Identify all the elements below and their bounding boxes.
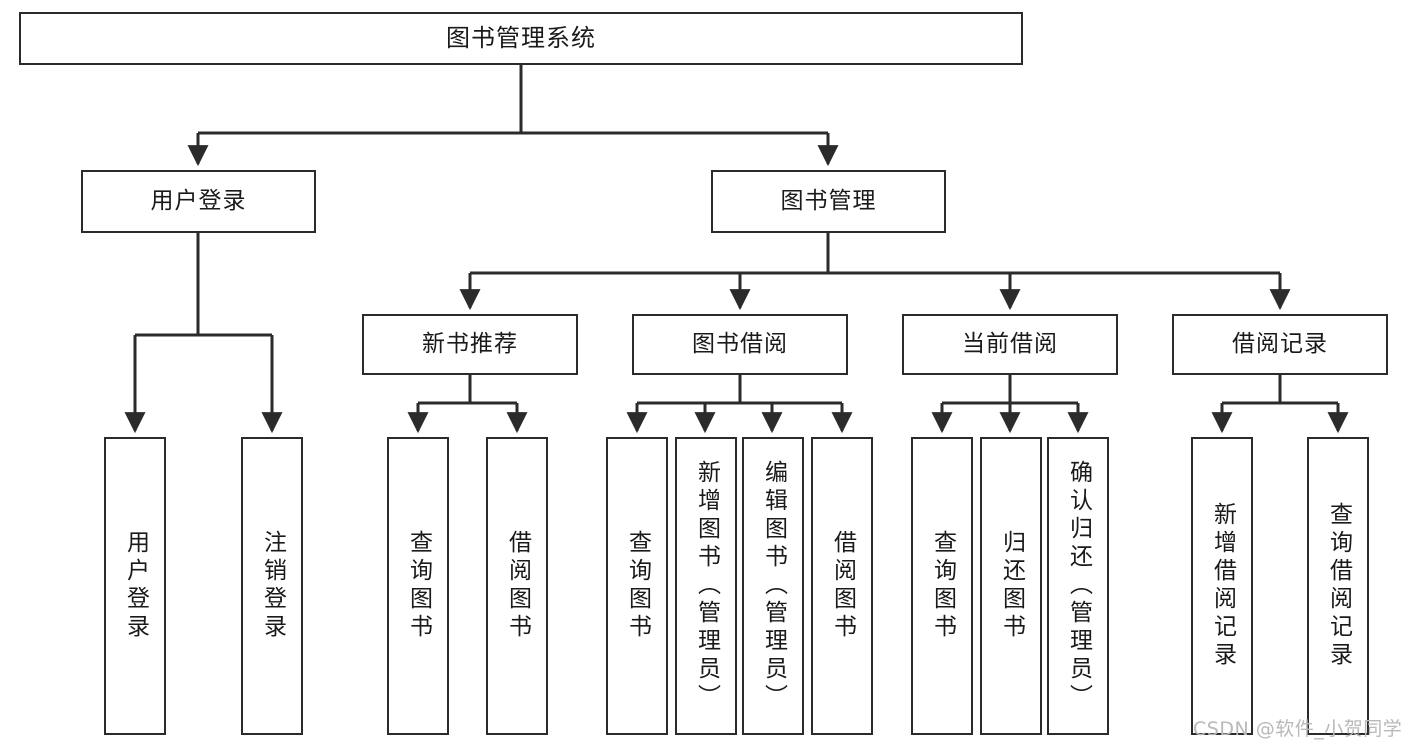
leaf-user-login[interactable]: 用户登录 <box>104 437 166 735</box>
node-new-book-recommend[interactable]: 新书推荐 <box>362 314 578 375</box>
node-user-login[interactable]: 用户登录 <box>81 170 316 233</box>
leaf-confirm-return-admin[interactable]: 确认归还（管理员） <box>1047 437 1109 735</box>
node-book-borrow[interactable]: 图书借阅 <box>632 314 848 375</box>
leaf-user-logout[interactable]: 注销登录 <box>241 437 303 735</box>
leaf-return-book[interactable]: 归还图书 <box>980 437 1042 735</box>
leaf-borrow-book-borrow[interactable]: 借阅图书 <box>811 437 873 735</box>
node-current-borrow[interactable]: 当前借阅 <box>902 314 1118 375</box>
leaf-add-book-admin[interactable]: 新增图书（管理员） <box>675 437 737 735</box>
leaf-query-book-recommend[interactable]: 查询图书 <box>387 437 449 735</box>
node-borrow-record[interactable]: 借阅记录 <box>1172 314 1388 375</box>
leaf-query-borrow-record[interactable]: 查询借阅记录 <box>1307 437 1369 735</box>
node-root-system[interactable]: 图书管理系统 <box>19 12 1023 65</box>
leaf-query-book-current[interactable]: 查询图书 <box>911 437 973 735</box>
csdn-watermark: CSDN @软件_小贺同学 <box>1193 718 1403 740</box>
node-book-manage[interactable]: 图书管理 <box>711 170 946 233</box>
leaf-add-borrow-record[interactable]: 新增借阅记录 <box>1191 437 1253 735</box>
leaf-borrow-book-recommend[interactable]: 借阅图书 <box>486 437 548 735</box>
leaf-edit-book-admin[interactable]: 编辑图书（管理员） <box>742 437 804 735</box>
leaf-query-book-borrow[interactable]: 查询图书 <box>606 437 668 735</box>
